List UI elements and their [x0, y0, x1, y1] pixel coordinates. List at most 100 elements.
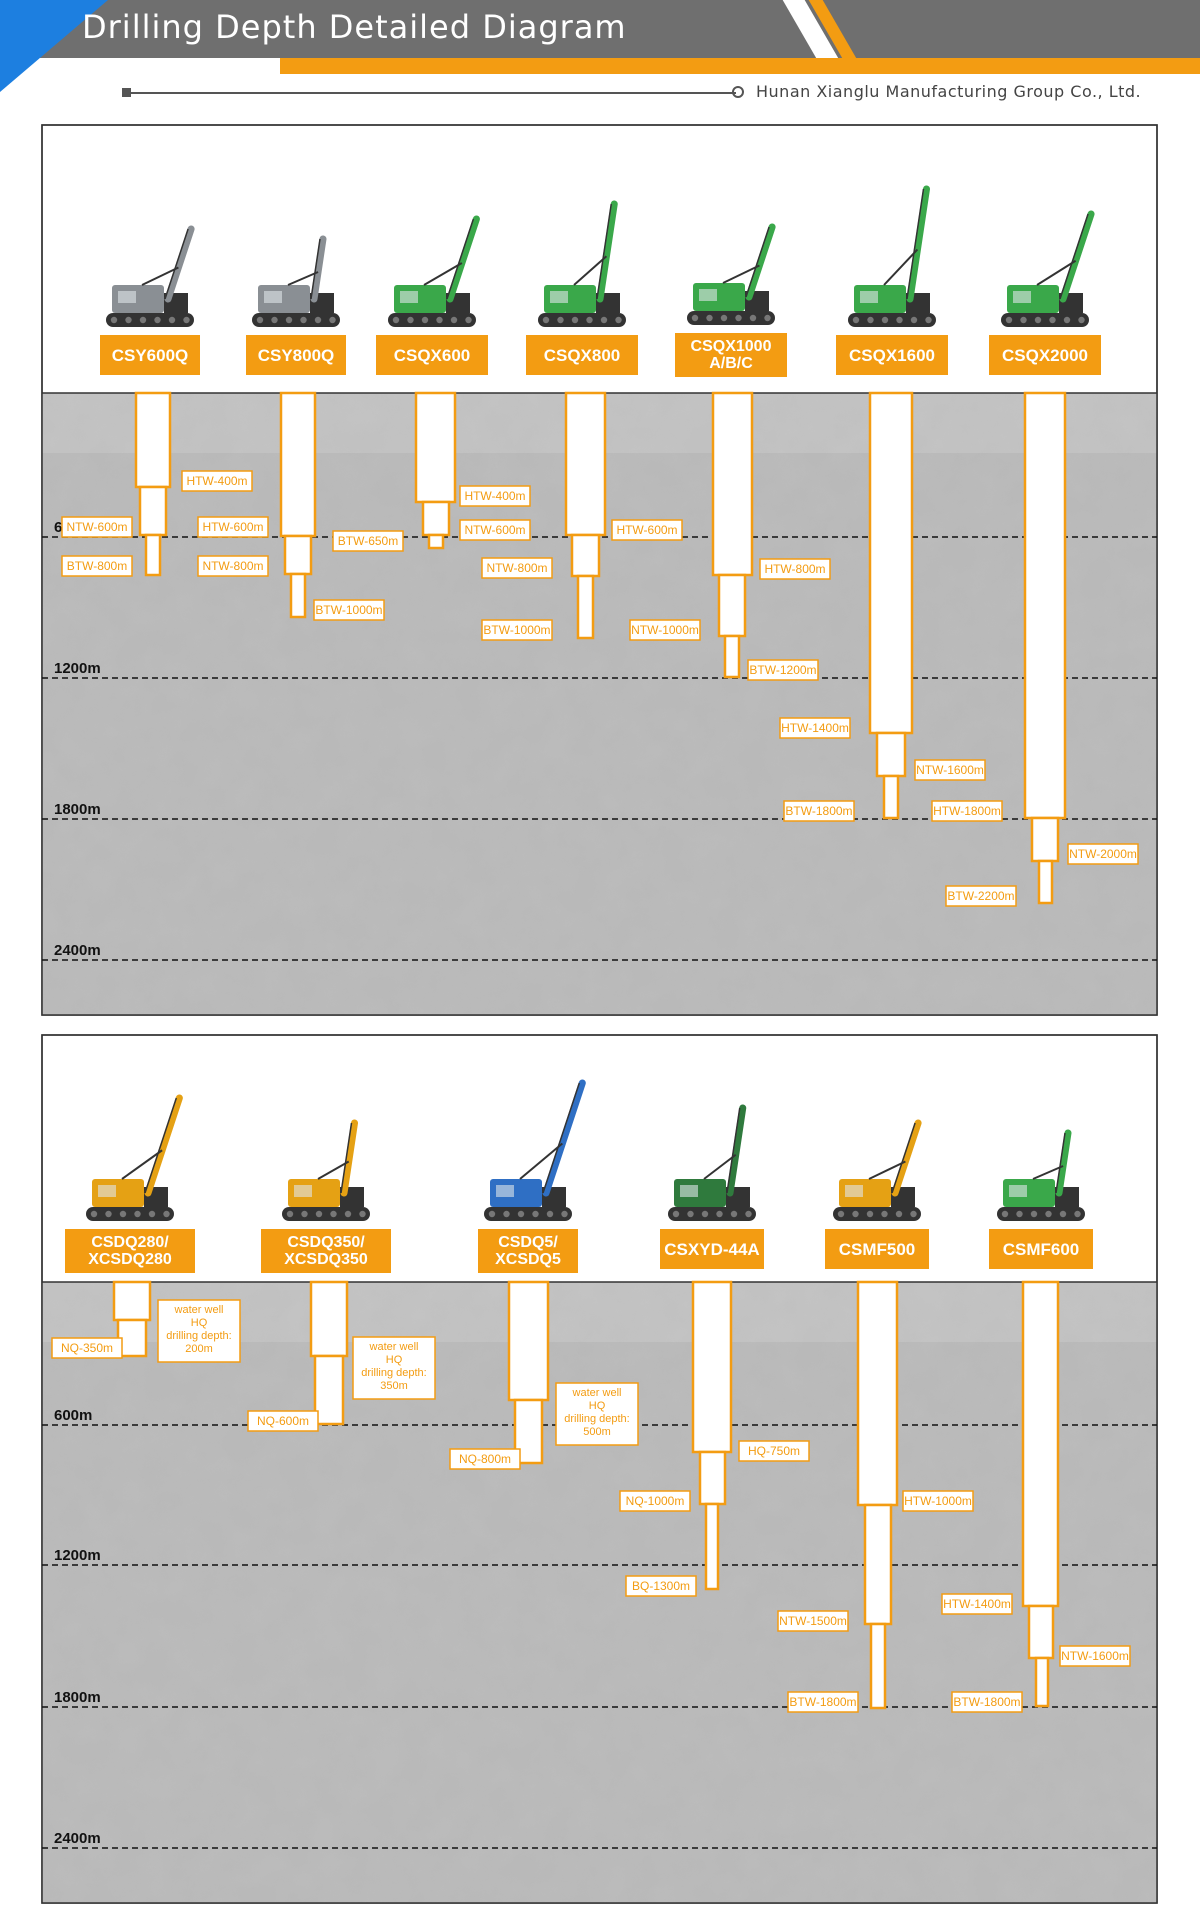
annotation-box	[738, 1440, 810, 1462]
annotation-text: HTW-1000m	[904, 1494, 972, 1508]
bore-section	[313, 1354, 345, 1426]
annotation-box	[931, 800, 1003, 822]
bore-section	[279, 391, 317, 538]
rig-mast	[891, 1119, 922, 1197]
depth-label: 1200m	[54, 660, 101, 677]
bore-section	[309, 1280, 349, 1358]
machine-label-box	[989, 1229, 1093, 1269]
annotation-box	[555, 1382, 639, 1446]
depth-label: 1200m	[54, 1547, 101, 1564]
annotation-text: NTW-2000m	[1069, 847, 1137, 861]
machine-label-box	[989, 335, 1101, 375]
annotation-text: NTW-600m	[464, 523, 525, 537]
bore-section	[421, 500, 451, 537]
machine-label-box	[675, 333, 787, 377]
bore-section	[112, 1280, 152, 1322]
machine-label: CSXYD-44A	[664, 1240, 759, 1259]
annotation-text: BTW-650m	[338, 534, 398, 548]
bore-section	[863, 1503, 893, 1626]
bore-section	[1037, 859, 1054, 905]
bore-section	[570, 533, 601, 578]
bore-section	[576, 574, 595, 640]
annotation-box	[51, 1337, 123, 1359]
annotation-box	[61, 555, 133, 577]
bore-section	[289, 572, 307, 619]
annotation-box	[783, 800, 855, 822]
annotation-box	[787, 1691, 859, 1713]
rig-mast	[144, 1094, 183, 1197]
rig-track	[668, 1207, 756, 1221]
rig-mast	[340, 1119, 358, 1197]
machine-label: CSQX600	[394, 346, 471, 365]
rig-mast	[745, 223, 776, 301]
annotation-box	[197, 516, 269, 538]
annotation-text: HTW-400m	[464, 489, 525, 503]
rig-track	[86, 1207, 174, 1221]
header-bar	[0, 0, 1200, 58]
machine-label-box	[660, 1229, 764, 1269]
machine-label-box	[261, 1229, 391, 1273]
annotation-box	[247, 1410, 319, 1432]
rig-track	[484, 1207, 572, 1221]
annotation-box	[449, 1448, 521, 1470]
bore-section	[882, 774, 900, 820]
annotation-box	[459, 485, 531, 507]
rig-track	[388, 313, 476, 327]
rig-mast	[726, 1104, 747, 1197]
soil-texture	[42, 1282, 1157, 1903]
annotation-box	[951, 1691, 1023, 1713]
bore-section	[704, 1502, 720, 1591]
machine-label-box	[836, 335, 948, 375]
rig-mast	[1055, 1129, 1072, 1197]
rig-mast	[542, 1079, 586, 1197]
page-title: Drilling Depth Detailed Diagram	[82, 8, 627, 46]
annotation-text: NQ-600m	[257, 1414, 309, 1428]
bore-section	[698, 1450, 727, 1506]
machine-label-box	[376, 335, 488, 375]
bore-section	[1030, 816, 1060, 863]
annotation-box	[777, 1610, 849, 1632]
annotation-box	[629, 619, 701, 641]
annotation-box	[352, 1336, 436, 1400]
annotation-box	[619, 1490, 691, 1512]
machine-label: CSMF600	[1003, 1240, 1080, 1259]
annotation-text: NTW-1500m	[779, 1614, 847, 1628]
bore-section	[1021, 1280, 1060, 1608]
bore-section	[144, 533, 162, 577]
annotation-text: NTW-800m	[486, 561, 547, 575]
machine-label: CSQX800	[544, 346, 621, 365]
bore-section	[875, 731, 907, 778]
machine-label: CSDQ5/XCSDQ5	[495, 1234, 561, 1268]
depth-label: 2400m	[54, 942, 101, 959]
annotation-text: NQ-800m	[459, 1452, 511, 1466]
bore-section	[134, 391, 172, 489]
bore-section	[869, 1622, 887, 1710]
annotation-text: HTW-1400m	[943, 1597, 1011, 1611]
rig-mast	[1059, 210, 1095, 303]
annotation-box	[747, 659, 819, 681]
rig-track	[106, 313, 194, 327]
bore-section	[283, 534, 313, 576]
annotation-box	[332, 530, 404, 552]
annotation-box	[1059, 1645, 1131, 1667]
annotation-box	[197, 555, 269, 577]
annotation-box	[1067, 843, 1139, 865]
annotation-text: BTW-1800m	[789, 1695, 856, 1709]
subtitle-line	[126, 92, 736, 94]
bore-section	[711, 391, 754, 577]
depth-label: 1800m	[54, 801, 101, 818]
machine-label-box	[65, 1229, 195, 1273]
annotation-box	[459, 519, 531, 541]
annotation-text: NTW-1600m	[916, 763, 984, 777]
annotation-text: NTW-600m	[66, 520, 127, 534]
annotation-box	[941, 1593, 1013, 1615]
depth-label: 1800m	[54, 1689, 101, 1706]
bore-section	[723, 634, 741, 679]
